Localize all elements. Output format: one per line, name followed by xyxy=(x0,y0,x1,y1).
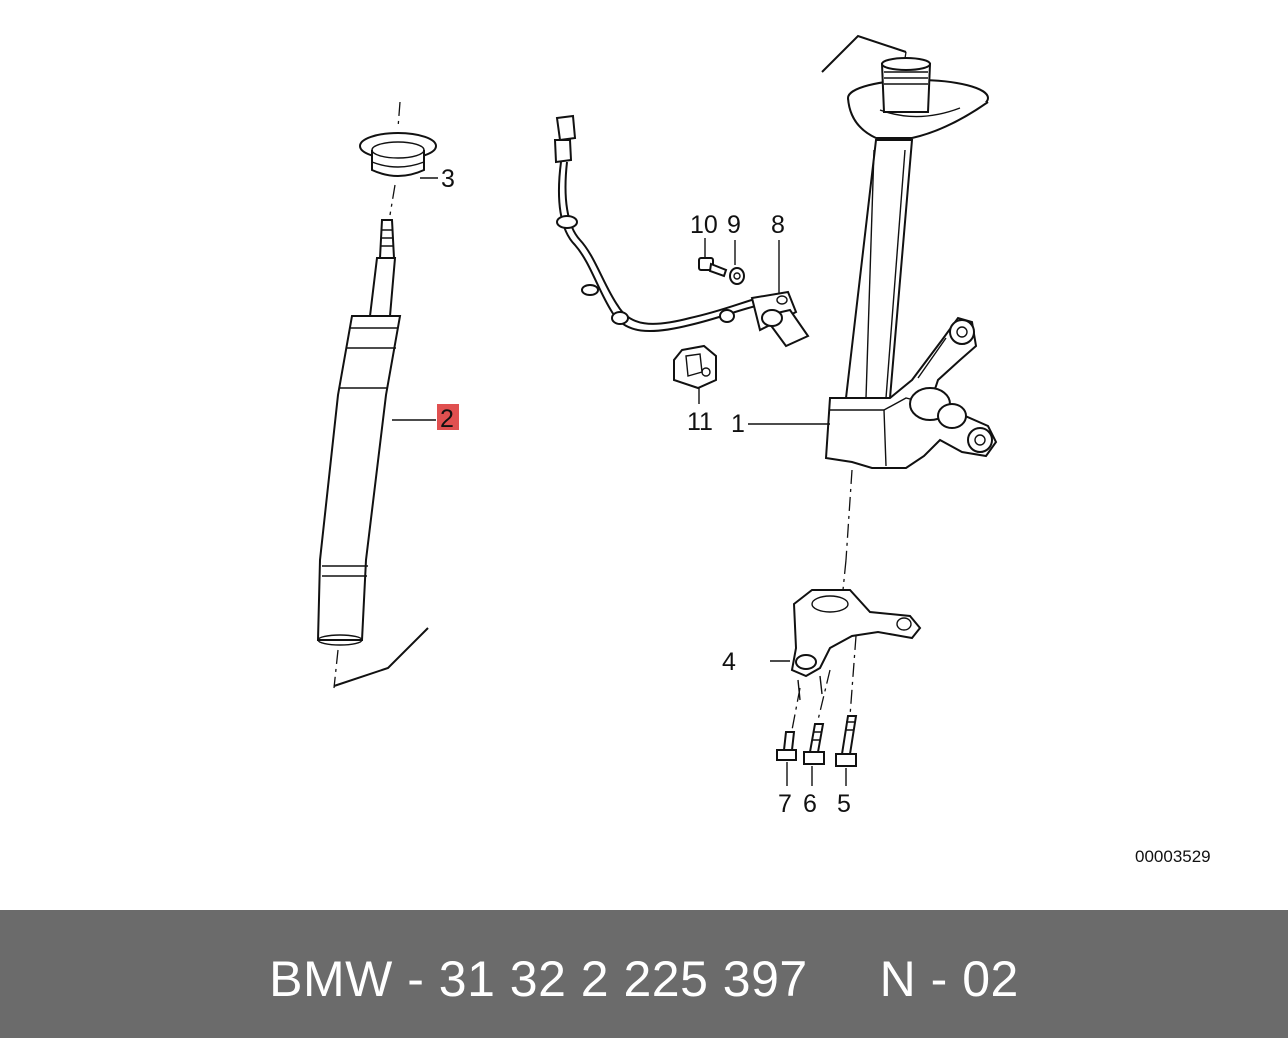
callout-2[interactable]: 2 xyxy=(440,405,454,433)
shock-absorber-assembly xyxy=(316,101,438,689)
callout-11[interactable]: 11 xyxy=(687,408,713,436)
part-4-bracket xyxy=(770,589,922,701)
part-7-bolt xyxy=(776,731,797,761)
parts-diagram: 1 2 3 4 5 6 7 8 9 10 11 00003529 xyxy=(316,34,1211,866)
callout-10[interactable]: 10 xyxy=(690,211,718,239)
diagram-reference-number: 00003529 xyxy=(1135,847,1211,866)
part-11-cable-clip xyxy=(673,344,717,404)
part-number-caption: BMW - 31 32 2 225 397 N - 02 xyxy=(269,951,1019,1007)
wheel-speed-sensor-assembly xyxy=(553,114,810,404)
part-2-shock-absorber xyxy=(316,219,429,689)
callout-3[interactable]: 3 xyxy=(441,165,455,193)
part-8-speed-sensor xyxy=(750,240,810,348)
callout-5[interactable]: 5 xyxy=(837,790,851,818)
callout-2-highlight xyxy=(437,404,459,430)
part-9-washer xyxy=(729,240,745,285)
callout-9[interactable]: 9 xyxy=(727,211,741,239)
callout-7[interactable]: 7 xyxy=(778,790,792,818)
callout-4[interactable]: 4 xyxy=(722,648,736,676)
part-5-bolt xyxy=(835,715,858,767)
part-1-strut-housing xyxy=(824,57,998,469)
part-6-bolt xyxy=(803,723,825,765)
callout-8[interactable]: 8 xyxy=(771,211,785,239)
footer-bar: BMW - 31 32 2 225 397 N - 02 xyxy=(0,910,1288,1038)
callout-1[interactable]: 1 xyxy=(731,410,745,438)
part-3-mount-cap xyxy=(359,132,437,177)
callout-6[interactable]: 6 xyxy=(803,790,817,818)
part-10-bolt xyxy=(698,238,728,278)
strut-assembly xyxy=(748,34,998,786)
